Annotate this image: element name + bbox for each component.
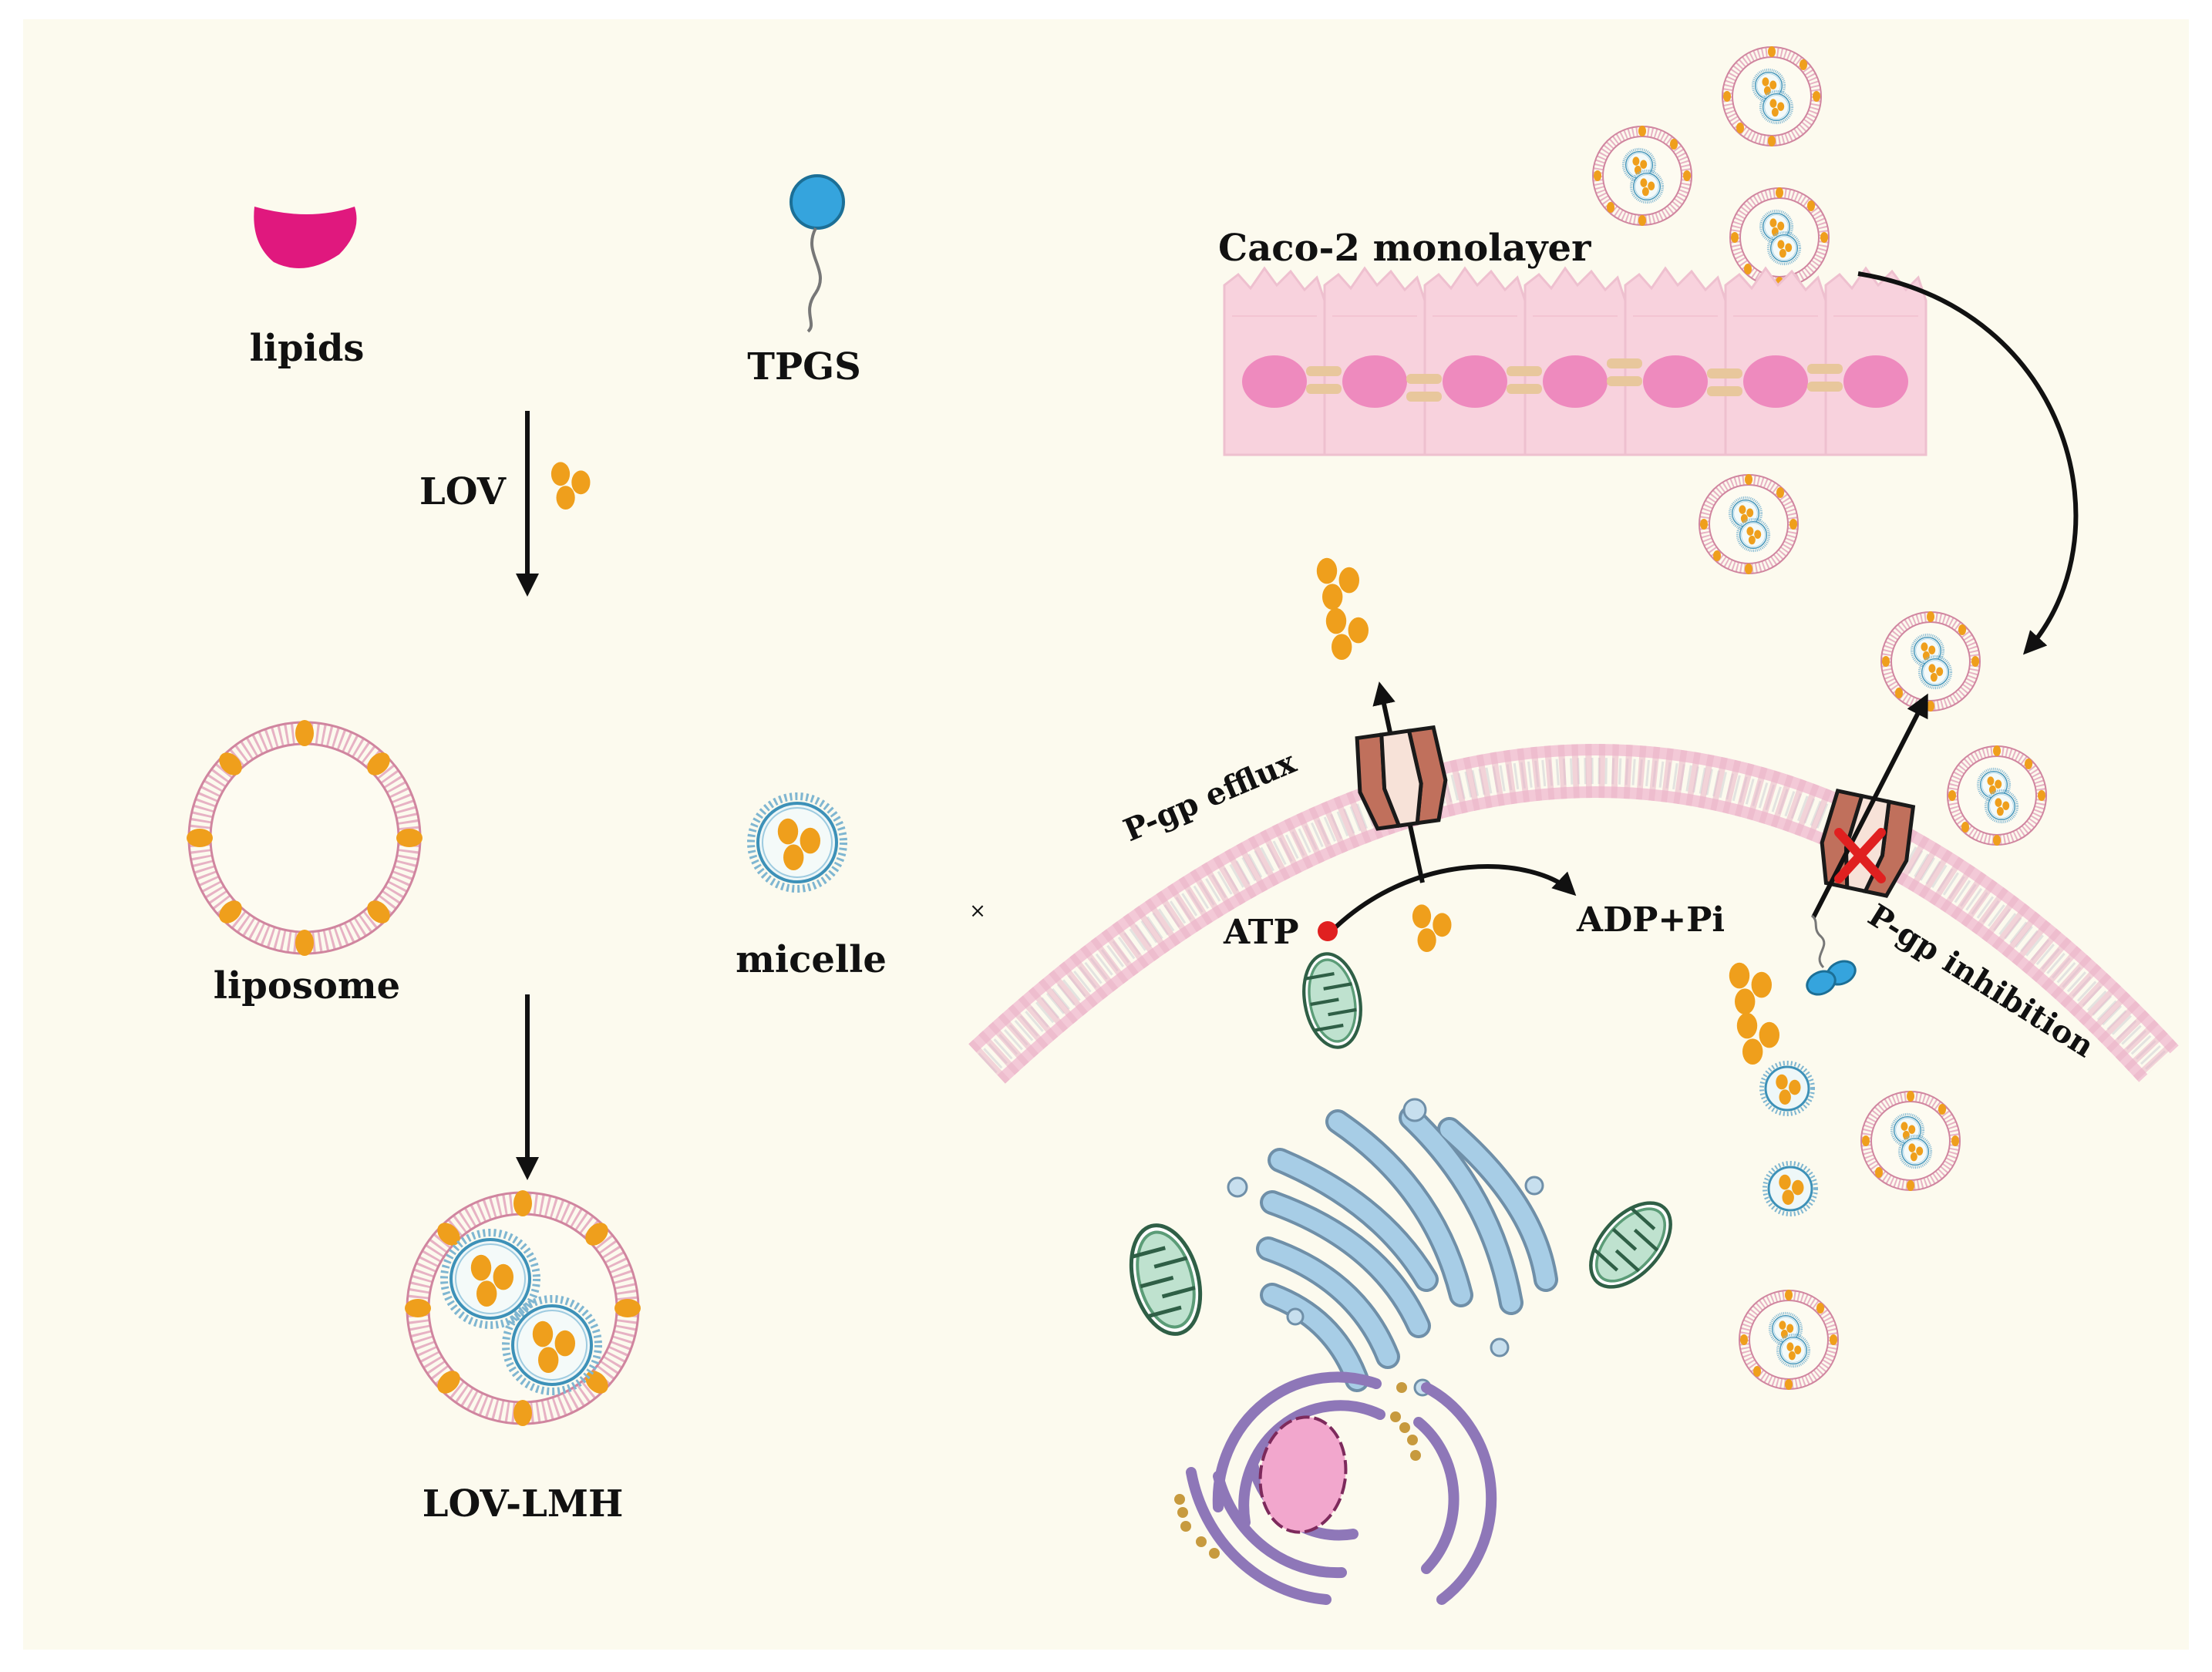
lipids-label: lipids — [250, 327, 365, 370]
lmh-particle — [1881, 611, 1980, 712]
adp-label: ADP+Pi — [1576, 900, 1725, 940]
atp-marker — [1318, 921, 1338, 941]
lmh-particle — [1861, 1091, 1960, 1191]
golgi-icon — [1227, 1098, 1558, 1397]
lipid-icon — [254, 207, 357, 268]
inhibition-mark — [1834, 828, 1886, 883]
tpgs-label: TPGS — [747, 345, 860, 389]
transport-curve-arrow — [1857, 271, 2079, 655]
stray-mark: × — [969, 900, 986, 923]
tpgs-icon — [1806, 914, 1857, 996]
lmh-particle — [1739, 1290, 1838, 1390]
liposome-label: liposome — [214, 964, 400, 1008]
nucleus-icon — [1258, 1415, 1348, 1534]
ribosomes — [1174, 1382, 1421, 1559]
lov-lmh-label: LOV-LMH — [423, 1482, 624, 1526]
lmh-icon — [405, 1190, 641, 1426]
lmh-particle — [1699, 474, 1798, 574]
atp-arrow — [1324, 864, 1577, 939]
atp-label: ATP — [1223, 913, 1299, 952]
micelle-label: micelle — [736, 938, 887, 981]
inhibited-arrow — [1811, 693, 1928, 919]
lov-label: LOV — [419, 470, 507, 513]
tpgs-icon — [790, 174, 845, 333]
caco2-monolayer — [1223, 267, 1928, 456]
cell-membrane — [968, 744, 2179, 1084]
caco2-label: Caco-2 monolayer — [1218, 227, 1591, 270]
liposome-icon — [187, 720, 423, 956]
lmh-particle — [1948, 745, 2046, 846]
